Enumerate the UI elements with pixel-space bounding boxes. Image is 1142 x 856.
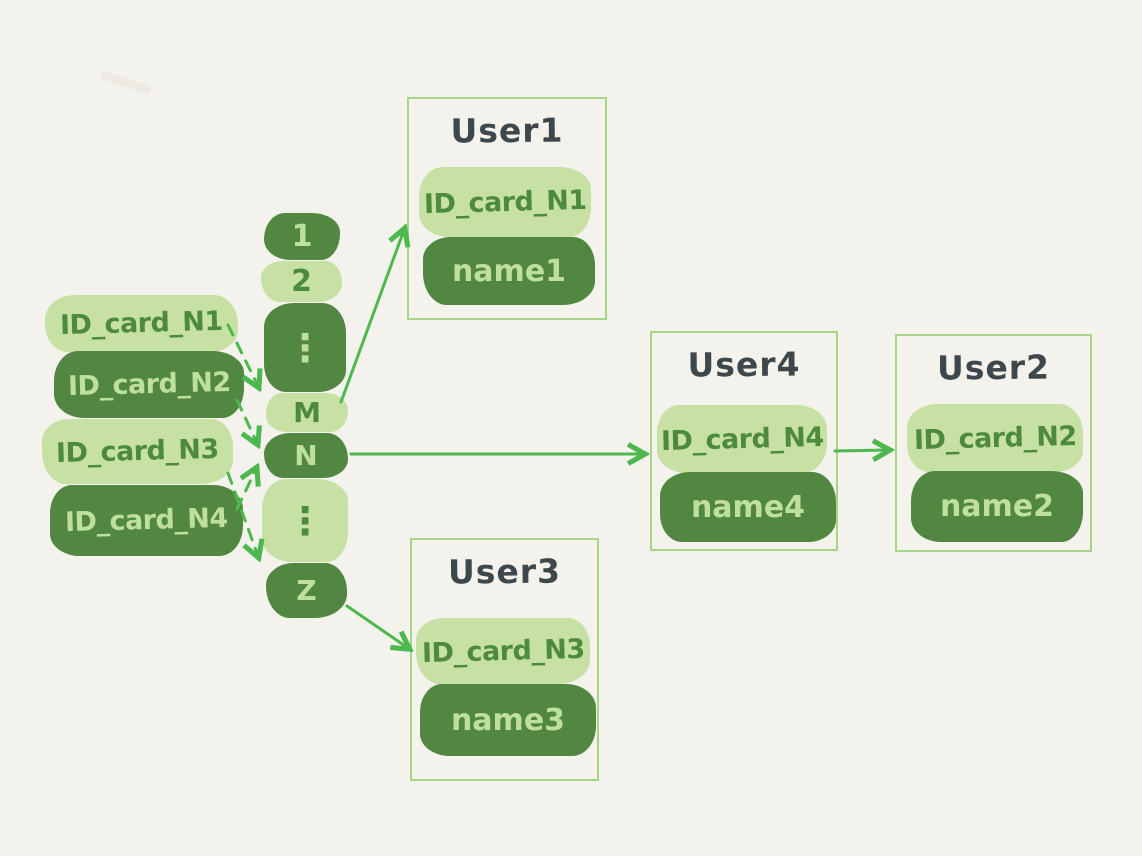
user2-name-pill: name2 (911, 471, 1083, 542)
user3-id-card-pill: ID_card_N3 (416, 618, 590, 684)
arrow-bucket-z-to-user3 (345, 604, 408, 648)
user2-id-card-label: ID_card_N2 (913, 420, 1077, 456)
id-card-1-label: ID_card_N1 (59, 305, 224, 342)
bucket-ellipsis-upper: ⋮ (264, 303, 346, 392)
arrow-user4-to-user2 (833, 450, 888, 451)
bucket-ellipsis-lower: ⋮ (262, 479, 348, 562)
bucket-m: M (266, 393, 348, 432)
user2-id-card-pill: ID_card_N2 (907, 404, 1083, 472)
bucket-z-label: Z (296, 574, 317, 607)
user1-name-pill: name1 (423, 237, 595, 305)
id-card-4-label: ID_card_N4 (64, 502, 229, 539)
id-card-pill-3: ID_card_N3 (42, 419, 233, 484)
bucket-ellipsis-lower-label: ⋮ (286, 498, 324, 543)
arrow-bucket-m-to-user1 (339, 230, 404, 404)
bucket-n: N (264, 433, 348, 478)
id-card-pill-2: ID_card_N2 (54, 351, 244, 418)
user4-title: User4 (687, 344, 801, 385)
id-card-3-label: ID_card_N3 (55, 433, 220, 470)
user4-name-pill: name4 (660, 472, 836, 542)
user3-box: User3 ID_card_N3 name3 (410, 538, 599, 781)
id-card-2-label: ID_card_N2 (67, 366, 231, 403)
user1-id-card-pill: ID_card_N1 (419, 167, 591, 237)
user3-id-card-label: ID_card_N3 (421, 633, 585, 669)
user3-name-pill: name3 (420, 684, 596, 756)
user2-name-label: name2 (939, 489, 1055, 524)
user3-title: User3 (447, 551, 562, 592)
user2-box: User2 ID_card_N2 name2 (895, 334, 1092, 552)
user4-box: User4 ID_card_N4 name4 (650, 331, 838, 551)
id-card-pill-4: ID_card_N4 (50, 485, 243, 556)
bucket-1: 1 (264, 213, 340, 260)
bucket-ellipsis-upper-label: ⋮ (286, 325, 324, 370)
user4-id-card-label: ID_card_N4 (660, 421, 824, 457)
arrow-idcard2-to-bucket-n (235, 398, 257, 443)
user1-name-label: name1 (451, 253, 567, 289)
bucket-z: Z (266, 563, 347, 618)
background-smudge (99, 70, 153, 95)
user1-id-card-label: ID_card_N1 (423, 184, 587, 220)
user3-name-label: name3 (450, 702, 566, 738)
user1-box: User1 ID_card_N1 name1 (407, 97, 607, 320)
user4-id-card-pill: ID_card_N4 (657, 405, 827, 473)
bucket-m-label: M (293, 396, 321, 429)
bucket-n-label: N (294, 439, 318, 472)
bucket-2-label: 2 (291, 264, 312, 299)
bucket-1-label: 1 (291, 219, 313, 254)
user2-title: User2 (936, 347, 1051, 388)
bucket-2: 2 (261, 261, 342, 302)
user1-title: User1 (450, 110, 564, 151)
user4-name-label: name4 (690, 489, 806, 525)
id-card-pill-1: ID_card_N1 (45, 295, 238, 352)
